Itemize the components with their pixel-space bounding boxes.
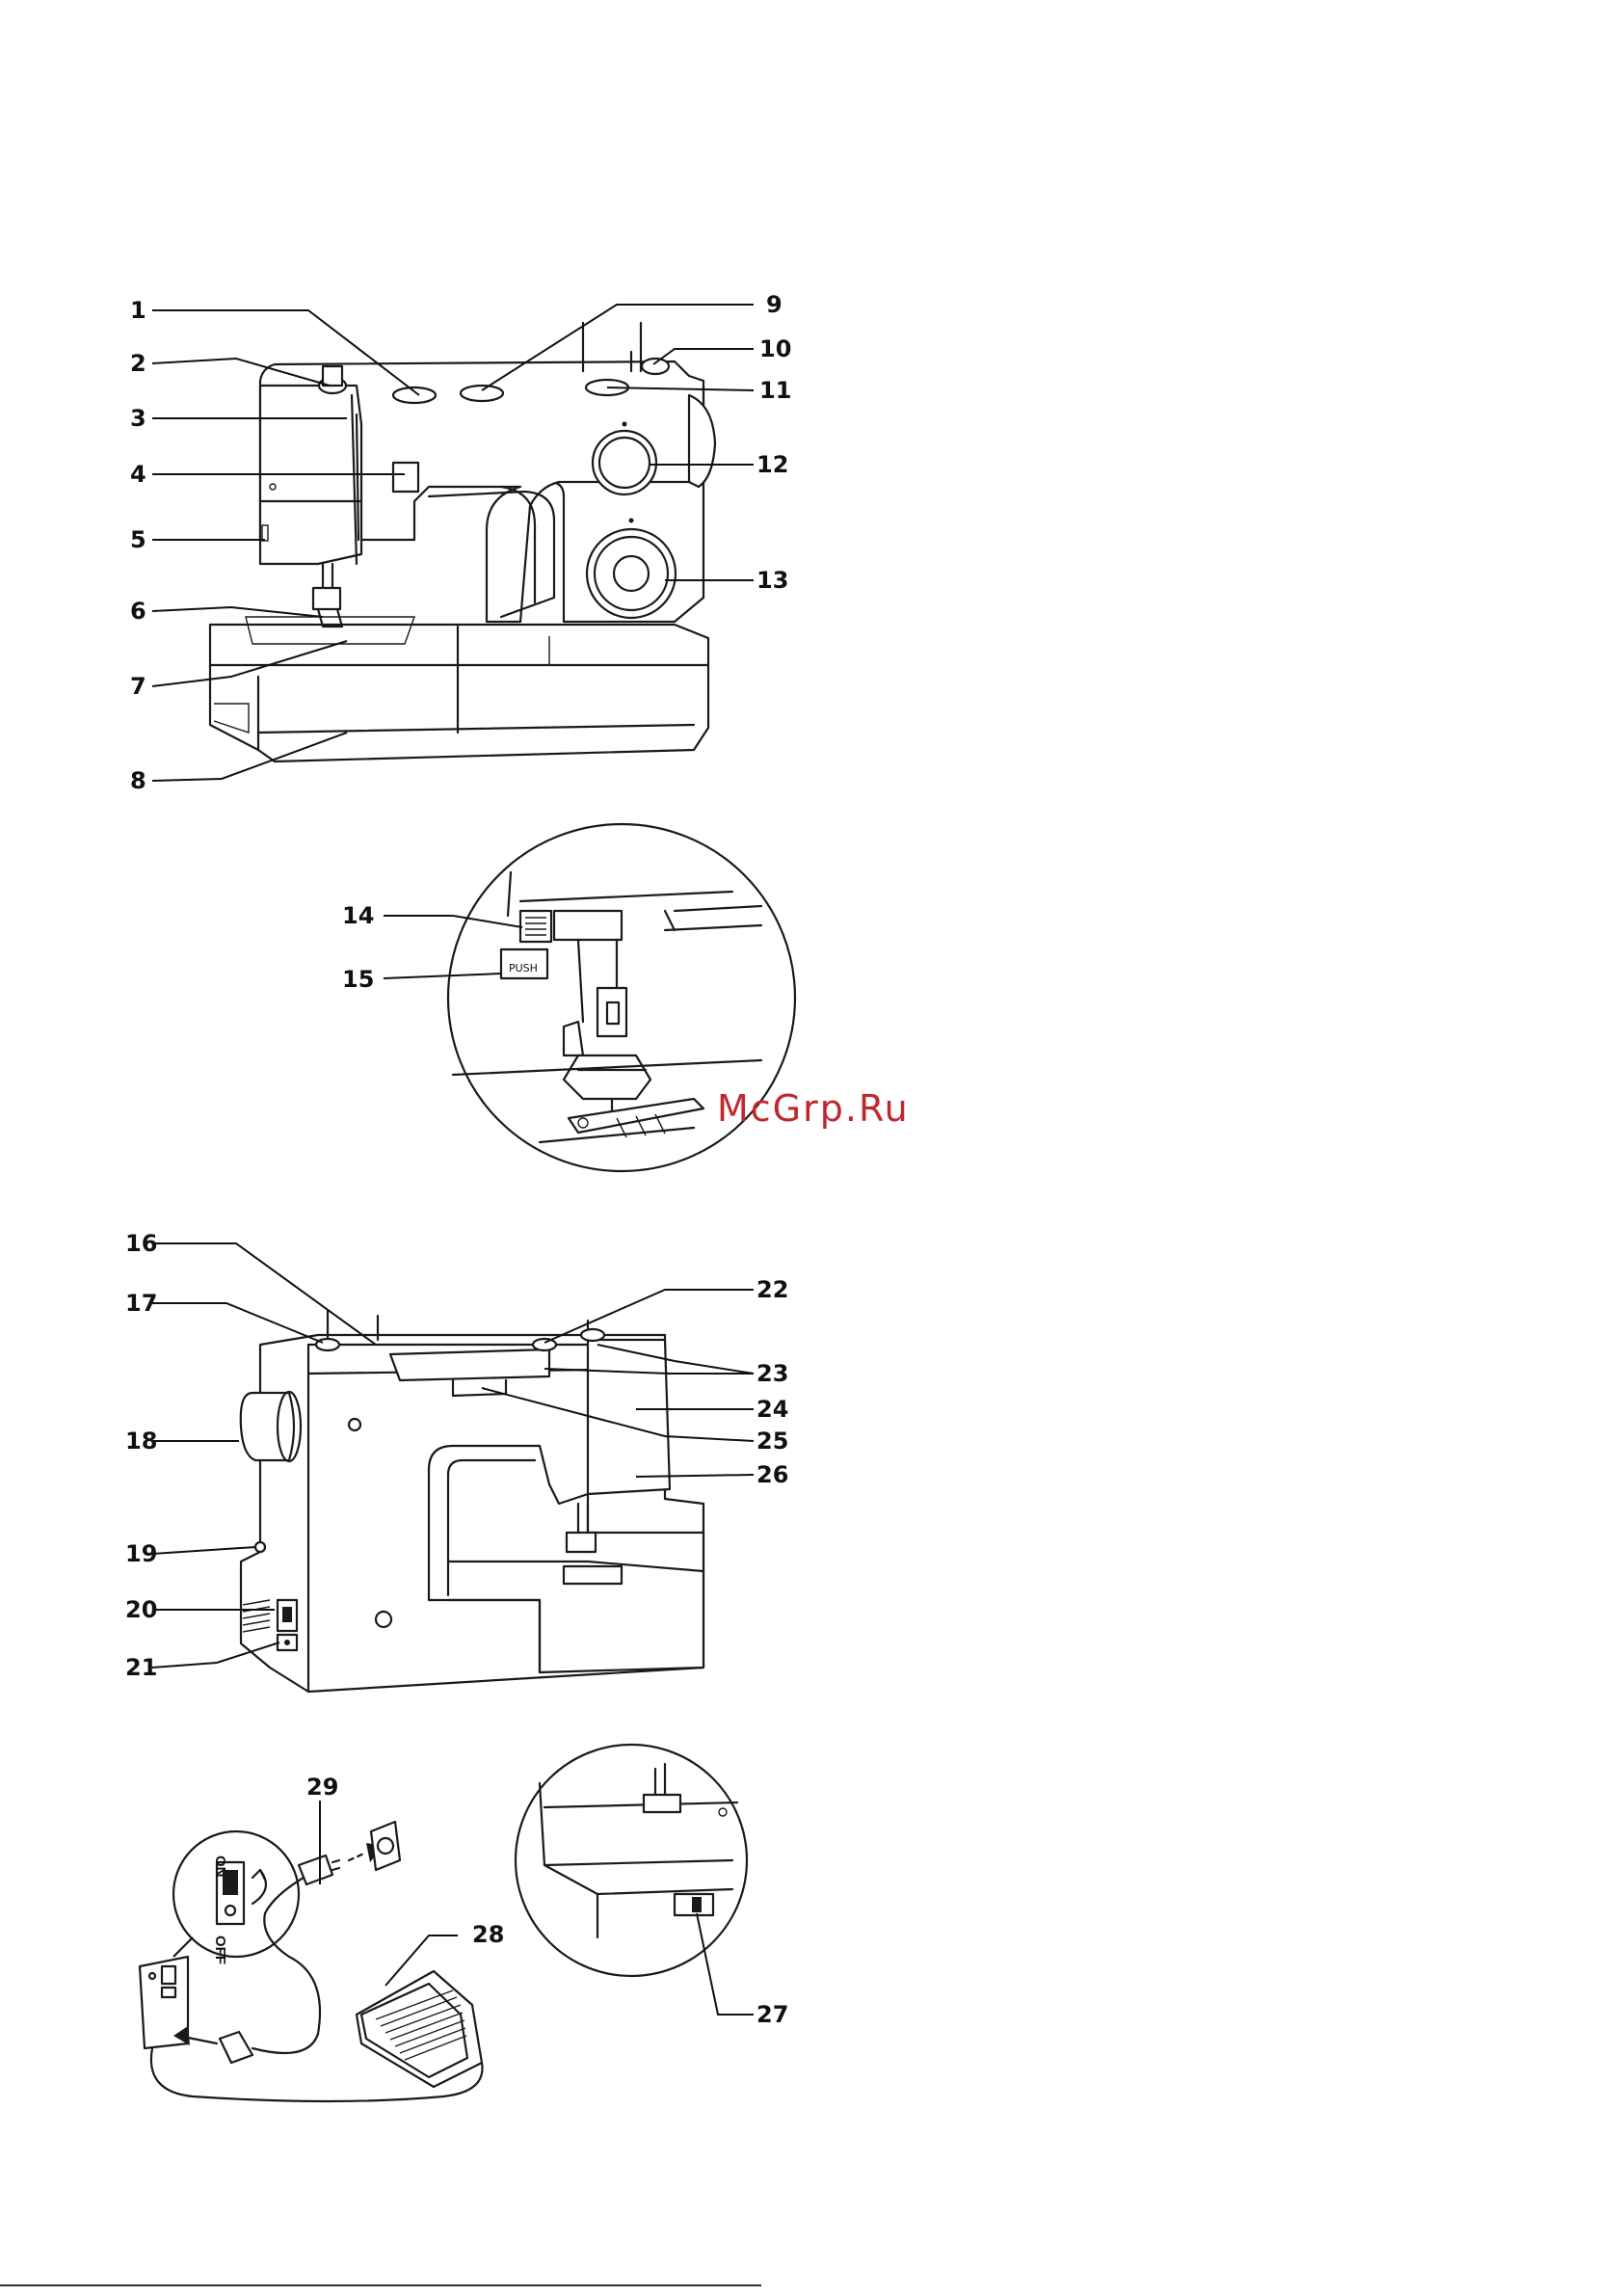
push-label: PUSH	[509, 962, 538, 974]
watermark: McGrp.Ru	[717, 1087, 910, 1130]
callout-5: 5	[130, 526, 146, 553]
callout-6: 6	[130, 598, 146, 625]
callout-19: 19	[125, 1540, 157, 1567]
callout-21: 21	[125, 1654, 157, 1681]
callout-14: 14	[342, 902, 374, 929]
callout-20: 20	[125, 1596, 157, 1623]
callout-18: 18	[125, 1428, 157, 1455]
callout-22: 22	[756, 1276, 788, 1303]
callout-16: 16	[125, 1230, 157, 1257]
callout-17: 17	[125, 1290, 157, 1317]
callout-7: 7	[130, 673, 146, 700]
callout-2: 2	[130, 350, 146, 377]
callout-27: 27	[756, 2001, 788, 2028]
callout-3: 3	[130, 405, 146, 432]
off-label: OFF	[212, 1936, 228, 1964]
bed-detail	[516, 1745, 747, 1976]
callout-4: 4	[130, 461, 146, 488]
rear-view-machine	[241, 1311, 703, 1692]
callout-26: 26	[756, 1461, 788, 1488]
on-label: ON	[212, 1855, 228, 1878]
power-connection: ON OFF	[140, 1822, 483, 2101]
callout-24: 24	[756, 1396, 788, 1423]
callout-23: 23	[756, 1360, 788, 1387]
callout-28: 28	[472, 1921, 504, 1948]
callout-10: 10	[759, 335, 791, 362]
callout-8: 8	[130, 767, 146, 794]
callout-15: 15	[342, 966, 374, 993]
bottom-rule	[0, 2284, 761, 2286]
callout-29: 29	[306, 1774, 338, 1801]
callout-11: 11	[759, 377, 791, 404]
callout-25: 25	[756, 1428, 788, 1455]
callout-9: 9	[766, 291, 782, 318]
callout-13: 13	[756, 567, 788, 594]
callout-12: 12	[756, 451, 788, 478]
callout-1: 1	[130, 297, 146, 324]
